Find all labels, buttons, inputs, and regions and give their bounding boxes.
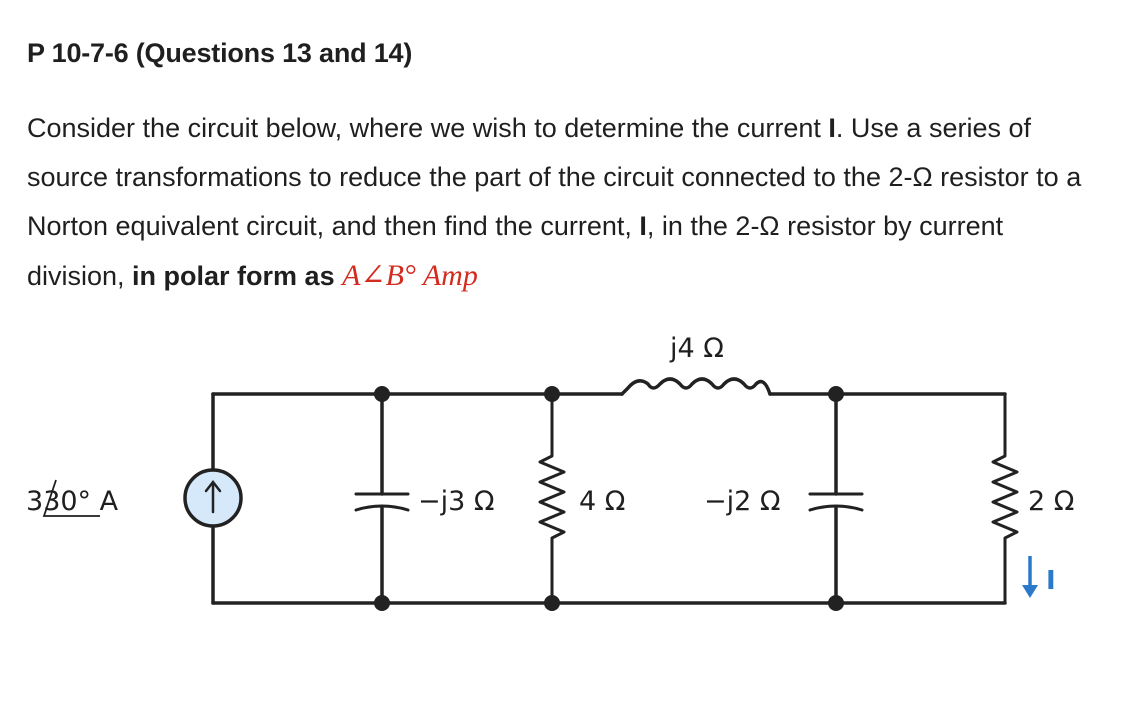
problem-title: P 10-7-6 (Questions 13 and 14) (27, 38, 413, 68)
statement-part-3: , in the 2-Ω resistor by current divisio… (27, 211, 1004, 291)
source-magnitude: 3 (26, 486, 43, 517)
res2-zigzag (991, 392, 1019, 605)
cap1-plate-bottom (354, 504, 410, 512)
res1-label: 4 Ω (579, 486, 625, 517)
current-symbol-bold: I (828, 113, 836, 143)
inductor-coil (620, 377, 772, 396)
node-dot (544, 595, 560, 611)
statement-part-1: Consider the circuit below, where we wis… (27, 113, 829, 143)
source-unit: A (91, 486, 119, 517)
source-label: 330° A (26, 486, 119, 517)
node-dot (828, 386, 844, 402)
source-angle: 30° (43, 486, 91, 517)
node-dot (374, 386, 390, 402)
current-label: I (1046, 566, 1056, 596)
angle-symbol (42, 479, 100, 517)
polar-expression: A∠B° Amp (342, 259, 478, 292)
node-dot (828, 595, 844, 611)
cap2-plate-bottom (808, 504, 864, 512)
inductor-label: j4 Ω (669, 333, 724, 364)
node-dot (374, 595, 390, 611)
res1-zigzag (538, 392, 566, 605)
cap1-label: −j3 Ω (418, 486, 495, 517)
node-dot (544, 386, 560, 402)
current-symbol-bold-2: I (639, 211, 647, 241)
res2-label: 2 Ω (1028, 486, 1074, 517)
polar-form-bold: in polar form as (132, 261, 335, 291)
cap2-label: −j2 Ω (704, 486, 781, 517)
current-arrow-icon (1022, 556, 1038, 598)
statement-part-2: . Use a series of source transformations… (27, 113, 1082, 241)
problem-statement: Consider the circuit below, where we wis… (27, 104, 1107, 301)
source-arrow-icon (204, 479, 222, 514)
